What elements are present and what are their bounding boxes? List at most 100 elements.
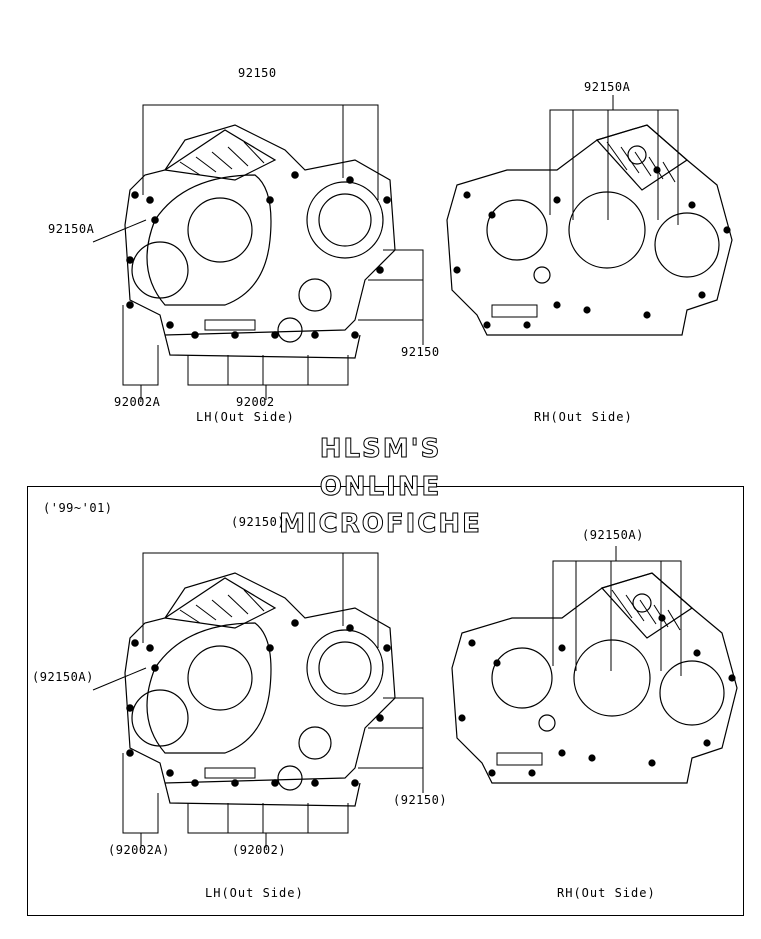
rh-pan-slot [491, 304, 538, 318]
label-lh-bolt-92150a[interactable]: 92150A [48, 222, 95, 236]
label-lh-bolt-92002a[interactable]: 92002A [114, 395, 161, 409]
lh-bolt-hole [351, 779, 359, 787]
lh-bolt-hole [351, 331, 359, 339]
lh-crankcase-outline [124, 572, 396, 784]
lh-bolt-hole [166, 769, 174, 777]
rh-small-boss [538, 714, 556, 732]
rh-secondary-bore [659, 660, 725, 726]
lh-clutch-bore [187, 645, 253, 711]
label-lh-bolt-92002a-alt[interactable]: (92002A) [108, 843, 170, 857]
lh-bolt-hole [311, 779, 319, 787]
lh-gasket-outline [146, 174, 272, 306]
leader-92002 [187, 803, 349, 834]
lh-crank-bore [131, 689, 189, 747]
lh-fin-line [227, 146, 249, 167]
lh-bolt-hole [383, 196, 391, 204]
lh-bolt-hole [146, 196, 154, 204]
rh-bolt-hole [703, 739, 711, 747]
lh-drain-boss [277, 765, 303, 791]
rh-crankcase-outline [451, 572, 738, 784]
label-lh-bolt-92150-right-alt[interactable]: (92150) [393, 793, 448, 807]
rh-fin-line [611, 589, 633, 619]
lh-bolt-hole [291, 619, 299, 627]
leader-92150-right [383, 697, 424, 793]
rh-bolt-hole [553, 301, 561, 309]
lh-bolt-hole [131, 639, 139, 647]
rh-bolt-hole [688, 201, 696, 209]
label-lh-bolt-92002[interactable]: 92002 [236, 395, 275, 409]
rh-bolt-hole [653, 166, 661, 174]
leader-92002 [187, 355, 349, 386]
watermark-line-3: MICROFICHE [279, 509, 482, 540]
caption-lh-out-side-top: LH(Out Side) [196, 410, 295, 424]
leader-92150-top [142, 552, 379, 648]
lh-bolt-hole [271, 331, 279, 339]
label-lh-bolt-92150-top-alt[interactable]: (92150) [231, 515, 286, 529]
label-lh-bolt-92002-alt[interactable]: (92002) [232, 843, 287, 857]
lh-bolt-hole [383, 644, 391, 652]
label-lh-bolt-92150-top[interactable]: 92150 [238, 66, 277, 80]
lh-oil-pan-slot [204, 319, 256, 331]
watermark-line-2: ONLINE [319, 472, 442, 503]
lh-secondary-bore-inner [318, 641, 372, 695]
lh-bolt-hole [291, 171, 299, 179]
label-rh-bolt-92150a[interactable]: 92150A [584, 80, 631, 94]
lh-bolt-hole [151, 216, 159, 224]
rh-bolt-hole [648, 759, 656, 767]
lh-fin-line [179, 161, 201, 176]
lh-bolt-hole [146, 644, 154, 652]
rh-small-boss [533, 266, 551, 284]
year-range-label: ('99~'01) [43, 501, 113, 515]
lh-bolt-hole [346, 624, 354, 632]
lh-bolt-hole [346, 176, 354, 184]
variant-frame-99-01 [27, 486, 744, 916]
lh-bolt-hole [231, 779, 239, 787]
rh-bolt-hole [723, 226, 731, 234]
lh-bolt-hole [271, 779, 279, 787]
rh-bolt-hole [583, 306, 591, 314]
lh-bolt-hole [191, 331, 199, 339]
rh-fin-line [662, 161, 676, 183]
rh-fin-line [634, 151, 652, 177]
rh-crankcase-outline [446, 124, 733, 336]
lh-bolt-hole [166, 321, 174, 329]
caption-rh-out-side-bottom: RH(Out Side) [557, 886, 656, 900]
rh-bolt-hole [493, 659, 501, 667]
lh-bolt-hole [126, 256, 134, 264]
rh-main-bore [568, 191, 646, 269]
rh-bolt-hole [528, 769, 536, 777]
rh-bolt-hole [558, 644, 566, 652]
watermark-line-1: HLSM'S [319, 434, 442, 465]
rh-bolt-hole [468, 639, 476, 647]
rh-bolt-hole [693, 649, 701, 657]
label-lh-bolt-92150-right[interactable]: 92150 [401, 345, 440, 359]
lh-bolt-hole [376, 714, 384, 722]
lh-fin-line [195, 156, 217, 173]
rh-secondary-bore [654, 212, 720, 278]
lh-fin-line [211, 599, 233, 618]
lh-bolt-hole [311, 331, 319, 339]
leader-92150-right [383, 249, 424, 345]
lh-fin-line [243, 589, 265, 612]
lh-drain-boss [277, 317, 303, 343]
label-rh-bolt-92150a-alt[interactable]: (92150A) [582, 528, 644, 542]
leader-rh-92150a [552, 560, 682, 676]
rh-bolt-hole [483, 321, 491, 329]
lh-bolt-hole [231, 331, 239, 339]
lh-bolt-hole [151, 664, 159, 672]
lh-secondary-bore [306, 629, 384, 707]
rh-cylinder-fins [595, 124, 688, 191]
leader-92150a [92, 667, 147, 691]
lh-secondary-bore [306, 181, 384, 259]
label-lh-bolt-92150a-alt[interactable]: (92150A) [32, 670, 94, 684]
lh-bolt-hole [131, 191, 139, 199]
lh-fin-line [227, 594, 249, 615]
lh-oil-pan-slot [204, 767, 256, 779]
lh-gasket-outline [146, 622, 272, 754]
lh-bolt-hole [126, 704, 134, 712]
leader-92002a [122, 305, 159, 386]
rh-fin-line [667, 609, 681, 631]
rh-top-boss [627, 145, 647, 165]
lh-oil-pump-boss [298, 726, 332, 760]
